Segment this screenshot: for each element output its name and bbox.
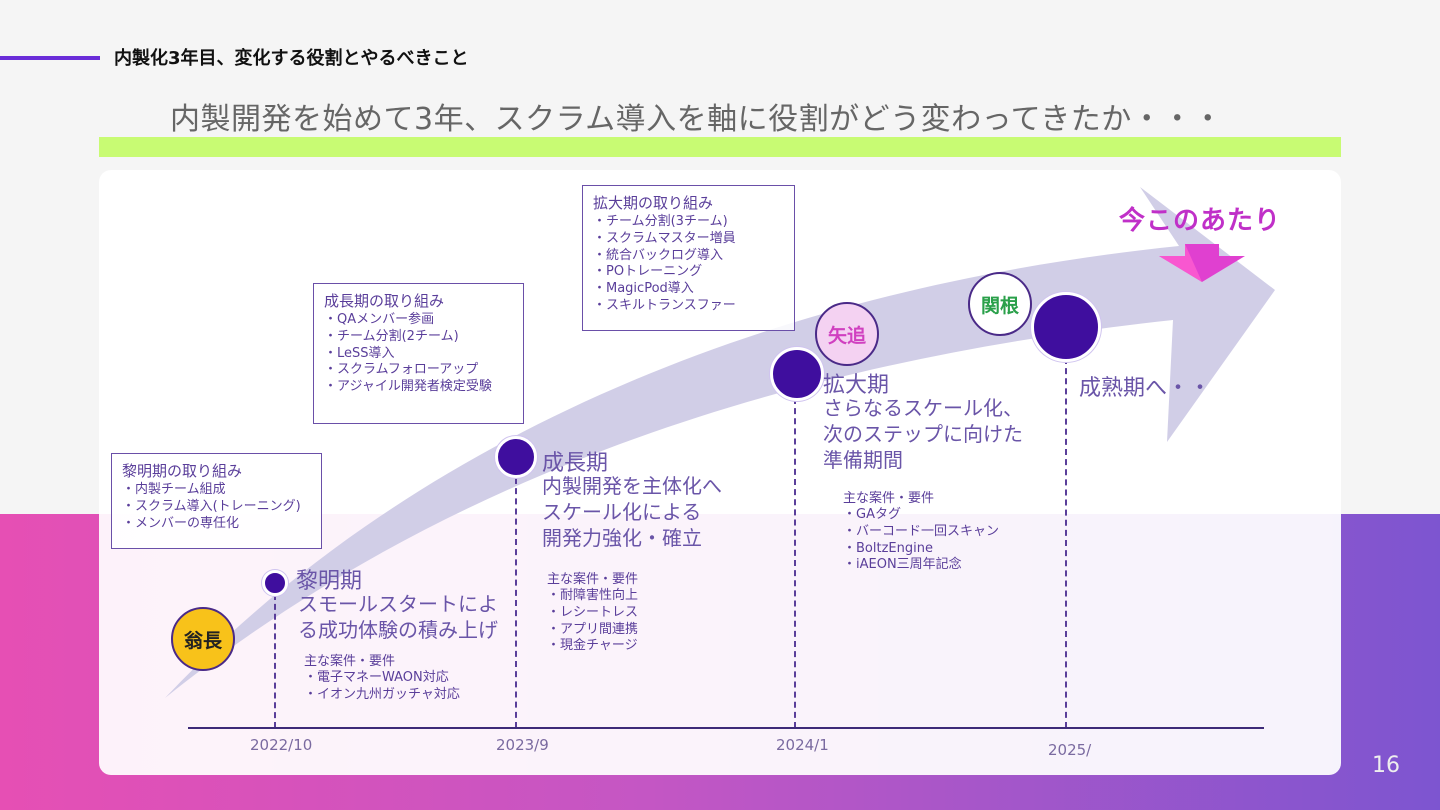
box-item: ・内製チーム組成 (122, 482, 226, 497)
box-item: ・スクラムマスター増員 (593, 230, 736, 246)
desc-line: スケール化による (542, 500, 702, 524)
cases-item: ・耐障害性向上 (547, 588, 639, 603)
desc-line: さらなるスケール化、 (823, 396, 1023, 420)
box-item: ・アジャイル開発者検定受験 (324, 379, 492, 395)
desc-line: 内製開発を主体化へ (542, 474, 722, 498)
expansion-cases-list: 主な案件・要件 ・GAタグ ・バーコード一回スキャン ・BoltzEngine … (843, 490, 999, 574)
box-item: ・LeSS導入 (324, 345, 395, 361)
now-label: 今このあたり (1119, 206, 1282, 236)
cases-item: ・BoltzEngine (843, 540, 933, 556)
expansion-initiatives-box: 拡大期の取り組み ・チーム分割(3チーム) ・スクラムマスター増員 ・統合バック… (582, 185, 795, 331)
growth-phase-name: 成長期 (542, 451, 609, 476)
person-badge-onaga: 翁長 (171, 607, 235, 671)
page-number: 16 (1372, 753, 1400, 778)
dawn-milestone-dot (262, 570, 288, 596)
expansion-dashed-line (794, 398, 796, 728)
mature-phase-label: 成熟期へ・・ (1079, 376, 1212, 401)
desc-line: 開発力強化・確立 (542, 526, 702, 550)
header-accent-line (0, 56, 100, 60)
box-item: ・チーム分割(3チーム) (593, 214, 728, 229)
cases-title: 主な案件・要件 (547, 572, 639, 587)
box-item: ・チーム分割(2チーム) (324, 328, 459, 344)
timeline-axis (188, 727, 1264, 729)
tick-label-2024-1: 2024/1 (776, 736, 829, 754)
cases-item: ・レシートレス (547, 604, 639, 620)
dawn-phase-name: 黎明期 (296, 569, 363, 594)
cases-item: ・iAEON三周年記念 (843, 557, 962, 573)
cases-item: ・現金チャージ (547, 638, 638, 654)
tick-label-2023-9: 2023/9 (496, 736, 549, 754)
dawn-dashed-line (274, 594, 276, 728)
cases-item: ・電子マネーWAON対応 (304, 670, 449, 685)
dawn-cases-list: 主な案件・要件 ・電子マネーWAON対応 ・イオン九州ガッチャ対応 (304, 653, 460, 704)
cases-item: ・GAタグ (843, 507, 901, 522)
box-item: ・QAメンバー参画 (324, 312, 435, 327)
lime-highlight-bar (99, 137, 1341, 157)
person-badge-sekine: 関根 (968, 272, 1032, 336)
growth-milestone-dot (495, 436, 537, 478)
box-title: 拡大期の取り組み (593, 194, 714, 212)
growth-initiatives-box: 成長期の取り組み ・QAメンバー参画 ・チーム分割(2チーム) ・LeSS導入 … (313, 283, 524, 424)
cases-title: 主な案件・要件 (843, 491, 935, 506)
expansion-phase-name: 拡大期 (823, 373, 890, 398)
slide-header-title: 内製化3年目、変化する役割とやるべきこと (114, 48, 469, 69)
timeline-panel: 今このあたり 黎明期の取り組み ・内製チーム組成 ・スクラム導入(トレーニング)… (99, 170, 1341, 775)
desc-line: スモールスタートによ (298, 592, 498, 616)
box-item: ・スキルトランスファー (593, 297, 736, 313)
expansion-milestone-dot (770, 347, 824, 401)
tick-label-2025: 2025/ (1048, 741, 1092, 759)
box-item: ・スクラムフォローアップ (324, 362, 479, 378)
desc-line: 次のステップに向けた (823, 422, 1023, 446)
growth-phase-desc: 内製開発を主体化へ スケール化による 開発力強化・確立 (542, 473, 722, 551)
desc-line: 準備期間 (823, 448, 903, 472)
growth-dashed-line (515, 478, 517, 728)
cases-item: ・バーコード一回スキャン (843, 523, 1000, 539)
cases-item: ・イオン九州ガッチャ対応 (304, 686, 460, 702)
box-item: ・統合バックログ導入 (593, 247, 724, 263)
box-title: 黎明期の取り組み (122, 462, 243, 480)
box-item: ・MagicPod導入 (593, 281, 694, 297)
growth-cases-list: 主な案件・要件 ・耐障害性向上 ・レシートレス ・アプリ間連携 ・現金チャージ (547, 571, 638, 655)
desc-line: る成功体験の積み上げ (298, 618, 498, 642)
cases-title: 主な案件・要件 (304, 654, 396, 669)
cases-item: ・アプリ間連携 (547, 621, 639, 637)
dawn-phase-desc: スモールスタートによ る成功体験の積み上げ (298, 591, 498, 643)
now-pointer-arrow-icon (1159, 244, 1245, 282)
slide-subtitle: 内製開発を始めて3年、スクラム導入を軸に役割がどう変わってきたか・・・ (170, 102, 1224, 137)
box-title: 成長期の取り組み (324, 292, 445, 310)
dawn-initiatives-box: 黎明期の取り組み ・内製チーム組成 ・スクラム導入(トレーニング) ・メンバーの… (111, 453, 322, 549)
mature-milestone-dot (1031, 292, 1101, 362)
mature-dashed-line (1065, 358, 1067, 728)
box-item: ・メンバーの専任化 (122, 515, 240, 531)
expansion-phase-desc: さらなるスケール化、 次のステップに向けた 準備期間 (823, 395, 1023, 473)
box-item: ・スクラム導入(トレーニング) (122, 498, 301, 514)
box-item: ・POトレーニング (593, 264, 703, 280)
tick-label-2022-10: 2022/10 (250, 736, 313, 754)
person-badge-yaoi: 矢追 (815, 302, 879, 366)
